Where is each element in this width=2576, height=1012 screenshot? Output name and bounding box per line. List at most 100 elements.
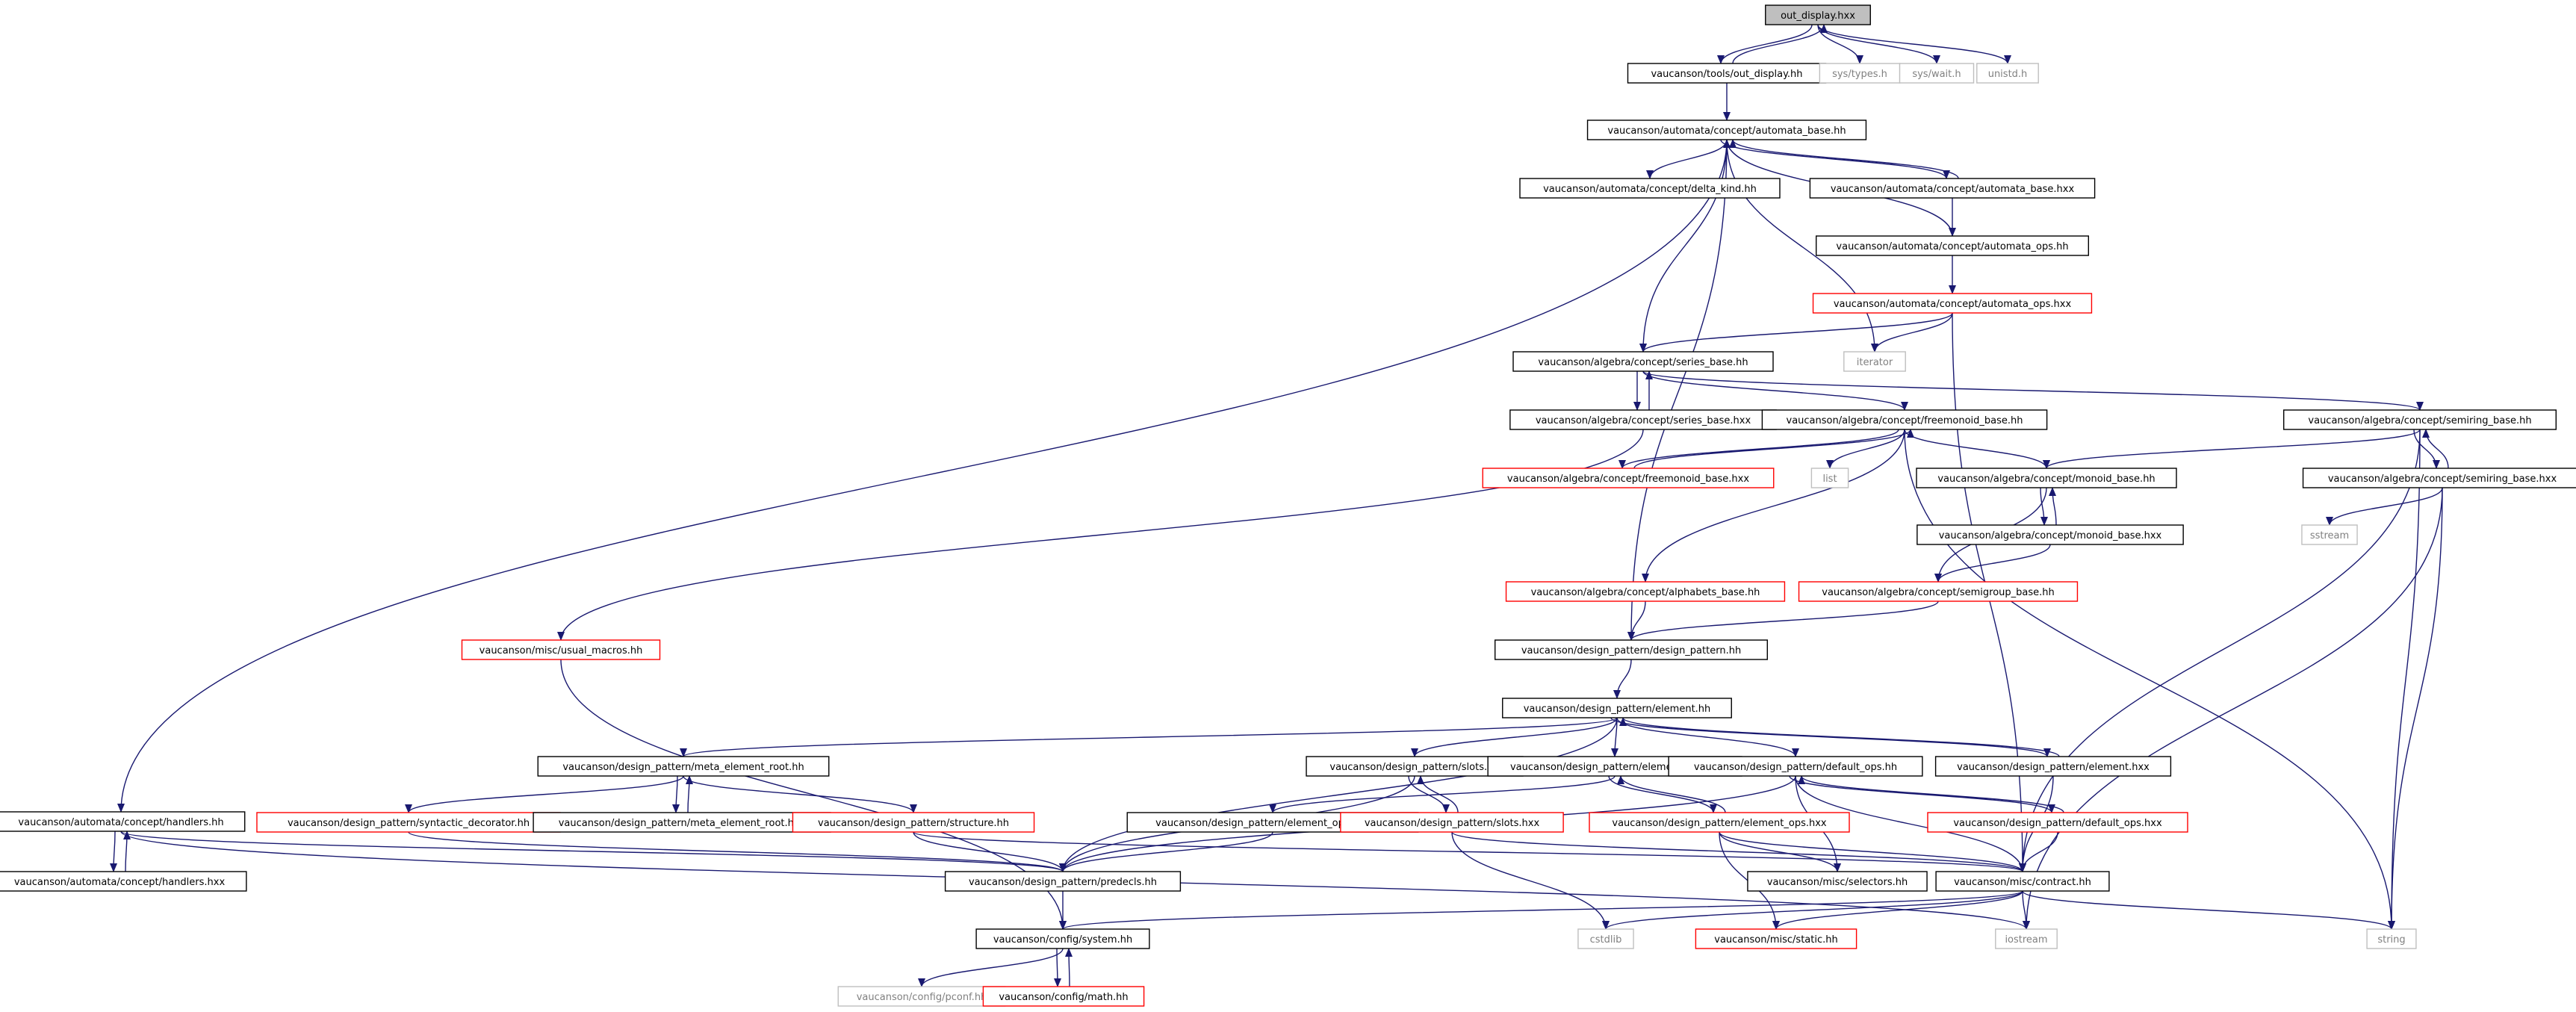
node-label: vaucanson/algebra/concept/semigroup_base… (1822, 587, 2055, 598)
node-vaucanson-algebra-concept-series-base-hh[interactable]: vaucanson/algebra/concept/series_base.hh (1512, 351, 1774, 372)
edge-n19-to-n17 (2049, 487, 2057, 526)
node-label: string (2377, 934, 2405, 946)
node-vaucanson-config-system-hh[interactable]: vaucanson/config/system.hh (975, 928, 1150, 949)
node-box (1927, 812, 2188, 833)
node-box (1589, 812, 1850, 833)
node-vaucanson-automata-concept-delta-kind-hh[interactable]: vaucanson/automata/concept/delta_kind.hh (1519, 178, 1781, 199)
edge-n0-to-n1 (1717, 24, 1813, 64)
node-vaucanson-design-pattern-element-hxx[interactable]: vaucanson/design_pattern/element.hxx (1934, 756, 2172, 777)
node-vaucanson-algebra-concept-freemonoid-base-hh[interactable]: vaucanson/algebra/concept/freemonoid_bas… (1761, 409, 2048, 430)
node-box (1810, 468, 1849, 488)
node-box (1916, 468, 2177, 488)
node-sys-wait-h[interactable]: sys/wait.h (1899, 63, 1975, 84)
node-vaucanson-design-pattern-meta-element-root-hh[interactable]: vaucanson/design_pattern/meta_element_ro… (537, 756, 830, 777)
edge-n42-to-n47 (2022, 890, 2395, 930)
node-sstream[interactable]: sstream (2301, 524, 2358, 545)
node-vaucanson-algebra-concept-monoid-base-hxx[interactable]: vaucanson/algebra/concept/monoid_base.hx… (1917, 524, 2184, 545)
node-label: sys/types.h (1832, 69, 1887, 80)
node-label: vaucanson/design_pattern/structure.hh (818, 818, 1009, 829)
node-label: list (1822, 474, 1837, 485)
node-vaucanson-design-pattern-default-ops-hxx[interactable]: vaucanson/design_pattern/default_ops.hxx (1927, 812, 2188, 833)
node-vaucanson-automata-concept-automata-ops-hxx[interactable]: vaucanson/automata/concept/automata_ops.… (1812, 293, 2093, 314)
node-vaucanson-misc-usual-macros-hh[interactable]: vaucanson/misc/usual_macros.hh (461, 639, 661, 660)
node-vaucanson-misc-selectors-hh[interactable]: vaucanson/misc/selectors.hh (1747, 871, 1928, 892)
edge-n29-to-n38 (1789, 775, 2055, 813)
edge-n42-to-n46 (2022, 890, 2030, 930)
node-vaucanson-config-math-hh[interactable]: vaucanson/config/math.hh (982, 986, 1145, 1007)
node-vaucanson-config-pconf-hh[interactable]: vaucanson/config/pconf.hh (837, 986, 1006, 1007)
node-box (1815, 235, 2089, 256)
node-cstdlib[interactable]: cstdlib (1577, 928, 1634, 949)
node-vaucanson-algebra-concept-semiring-base-hh[interactable]: vaucanson/algebra/concept/semiring_base.… (2282, 409, 2557, 430)
node-box (1976, 63, 2039, 84)
edge-n5-to-n31 (117, 139, 1728, 813)
node-vaucanson-automata-concept-handlers-hxx[interactable]: vaucanson/automata/concept/handlers.hxx (0, 871, 247, 892)
node-vaucanson-misc-contract-hh[interactable]: vaucanson/misc/contract.hh (1935, 871, 2110, 892)
node-out-display-hxx[interactable]: out_display.hxx (1765, 4, 1871, 25)
node-label: vaucanson/design_pattern/element.hxx (1957, 762, 2150, 773)
node-box (1668, 756, 1923, 777)
node-list[interactable]: list (1810, 468, 1849, 488)
node-vaucanson-automata-concept-automata-base-hxx[interactable]: vaucanson/automata/concept/automata_base… (1809, 178, 2096, 199)
node-label: vaucanson/misc/selectors.hh (1767, 877, 1908, 888)
node-vaucanson-tools-out-display-hh[interactable]: vaucanson/tools/out_display.hh (1627, 63, 1827, 84)
node-label: vaucanson/algebra/concept/monoid_base.hx… (1939, 530, 2162, 541)
edge-n37-to-n42 (1719, 831, 2026, 872)
node-vaucanson-algebra-concept-alphabets-base-hh[interactable]: vaucanson/algebra/concept/alphabets_base… (1505, 581, 1786, 602)
node-label: vaucanson/design_pattern/predecls.hh (969, 877, 1157, 888)
edge-n17-to-n19 (2040, 487, 2048, 526)
node-vaucanson-automata-concept-automata-ops-hh[interactable]: vaucanson/automata/concept/automata_ops.… (1815, 235, 2089, 256)
edge-n28-to-n35 (1269, 775, 1616, 813)
node-box (1509, 409, 1777, 430)
node-vaucanson-automata-concept-handlers-hh[interactable]: vaucanson/automata/concept/handlers.hh (0, 811, 246, 832)
node-box (1761, 409, 2048, 430)
edge-n5-to-n7 (1720, 139, 1950, 179)
node-iterator[interactable]: iterator (1843, 351, 1906, 372)
node-box (944, 871, 1182, 892)
node-iostream[interactable]: iostream (1995, 928, 2058, 949)
node-box (1494, 639, 1768, 660)
node-label: vaucanson/misc/usual_macros.hh (479, 645, 643, 656)
node-box (1935, 871, 2110, 892)
node-label: vaucanson/automata/concept/automata_base… (1607, 125, 1846, 137)
node-box (1798, 581, 2079, 602)
node-label: out_display.hxx (1781, 10, 1855, 22)
node-vaucanson-algebra-concept-monoid-base-hh[interactable]: vaucanson/algebra/concept/monoid_base.hh (1916, 468, 2177, 488)
node-string[interactable]: string (2366, 928, 2417, 949)
node-vaucanson-algebra-concept-semiring-base-hxx[interactable]: vaucanson/algebra/concept/semiring_base.… (2302, 468, 2576, 488)
node-vaucanson-algebra-concept-freemonoid-base-hxx[interactable]: vaucanson/algebra/concept/freemonoid_bas… (1482, 468, 1775, 488)
node-vaucanson-design-pattern-design-pattern-hh[interactable]: vaucanson/design_pattern/design_pattern.… (1494, 639, 1768, 660)
node-vaucanson-design-pattern-slots-hh[interactable]: vaucanson/design_pattern/slots.hh (1306, 756, 1524, 777)
node-sys-types-h[interactable]: sys/types.h (1819, 63, 1901, 84)
node-box (792, 812, 1035, 833)
node-vaucanson-design-pattern-predecls-hh[interactable]: vaucanson/design_pattern/predecls.hh (944, 871, 1182, 892)
node-vaucanson-design-pattern-default-ops-hh[interactable]: vaucanson/design_pattern/default_ops.hh (1668, 756, 1923, 777)
edge-n0-to-n2 (1817, 24, 1863, 64)
edge-n42-to-n44 (1602, 890, 2023, 930)
node-vaucanson-design-pattern-structure-hh[interactable]: vaucanson/design_pattern/structure.hh (792, 812, 1035, 833)
node-box (537, 756, 830, 777)
edge-n29-to-n42 (1795, 775, 2026, 872)
edge-n36-to-n44 (1451, 831, 1610, 930)
node-box (1812, 293, 2093, 314)
node-vaucanson-design-pattern-syntactic-decorator-hh[interactable]: vaucanson/design_pattern/syntactic_decor… (256, 812, 561, 833)
node-vaucanson-misc-static-hh[interactable]: vaucanson/misc/static.hh (1695, 928, 1857, 949)
node-vaucanson-design-pattern-meta-element-root-hxx[interactable]: vaucanson/design_pattern/meta_element_ro… (533, 812, 831, 833)
node-vaucanson-automata-concept-automata-base-hh[interactable]: vaucanson/automata/concept/automata_base… (1586, 119, 1867, 140)
node-unistd-h[interactable]: unistd.h (1976, 63, 2039, 84)
node-box (1512, 351, 1774, 372)
node-vaucanson-design-pattern-element-ops-hxx[interactable]: vaucanson/design_pattern/element_ops.hxx (1589, 812, 1850, 833)
edge-n34-to-n42 (913, 831, 2026, 872)
edge-n9-to-n10 (1639, 312, 1953, 353)
edge-n24-to-n25 (1613, 659, 1632, 699)
node-vaucanson-algebra-concept-series-base-hxx[interactable]: vaucanson/algebra/concept/series_base.hx… (1509, 409, 1777, 430)
node-vaucanson-algebra-concept-semigroup-base-hh[interactable]: vaucanson/algebra/concept/semigroup_base… (1798, 581, 2079, 602)
edge-n33-to-n26 (685, 775, 693, 813)
node-vaucanson-design-pattern-element-hh[interactable]: vaucanson/design_pattern/element.hh (1502, 698, 1732, 718)
edge-n10-to-n13 (1642, 370, 1908, 411)
edge-n49-to-n43 (1065, 948, 1073, 987)
edge-n42-to-n45 (1772, 890, 2023, 930)
node-vaucanson-design-pattern-slots-hxx[interactable]: vaucanson/design_pattern/slots.hxx (1340, 812, 1564, 833)
node-label: vaucanson/design_pattern/default_ops.hh (1694, 762, 1897, 773)
